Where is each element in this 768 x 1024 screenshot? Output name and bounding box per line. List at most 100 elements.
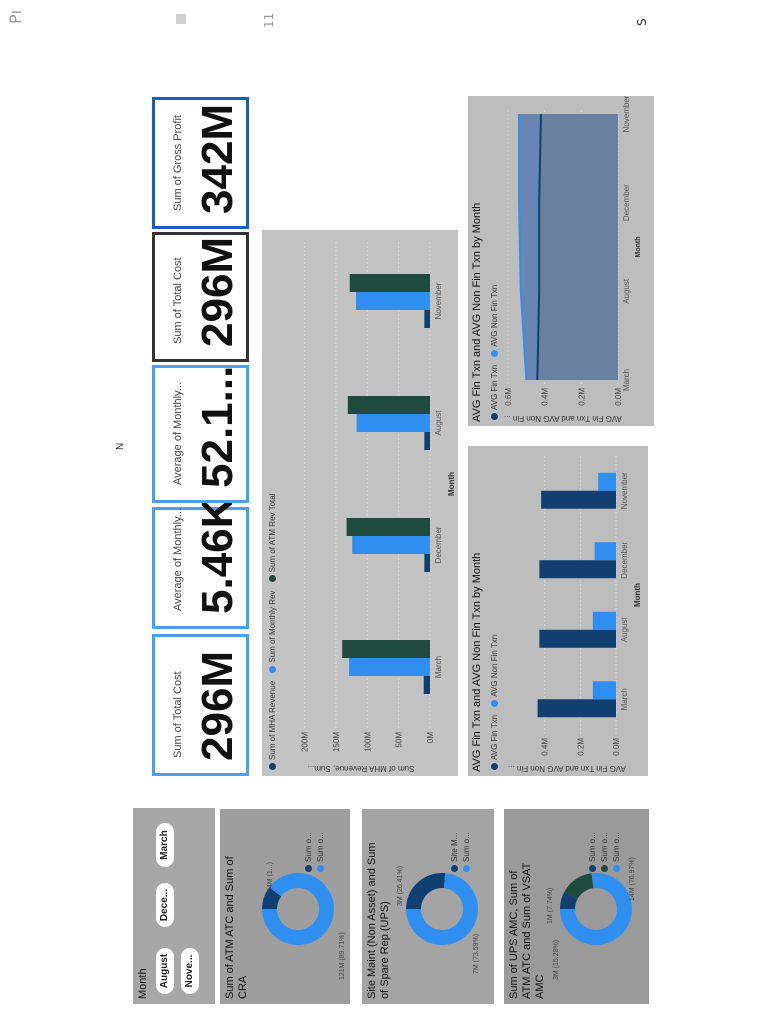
kpi-card-avg-monthly-2[interactable]: Average of Monthly... 52.1... — [152, 365, 249, 503]
donut-label: 3M (15.28%) — [553, 939, 560, 980]
x-axis-title: Month — [447, 472, 456, 496]
donut-label: 14M (76.97%) — [629, 857, 636, 901]
kpi-card-total-cost[interactable]: Sum of Total Cost 296M — [152, 634, 249, 776]
txn-area-chart-panel: AVG Fin Txn and AVG Non Fin Txn by Month… — [468, 96, 654, 426]
header-glyph-left: S — [635, 18, 649, 26]
donut-legend: Sum o... — [612, 832, 621, 872]
kpi-card-avg-monthly-1[interactable]: Average of Monthly... 5.46K — [152, 497, 249, 629]
bar[interactable] — [594, 542, 616, 561]
bar[interactable] — [424, 554, 430, 572]
donut-slice[interactable] — [262, 873, 334, 945]
slicer-title: Month — [137, 968, 149, 999]
legend-dot — [463, 865, 471, 872]
y-tick-label: 0.2M — [576, 738, 585, 756]
kpi-value: 296M — [193, 236, 242, 347]
y-tick-label: 0.4M — [541, 738, 550, 756]
x-tick-label: March — [434, 656, 443, 678]
legend-dot — [589, 865, 597, 872]
slicer-option-august[interactable]: August — [156, 948, 174, 994]
area-fill — [537, 114, 618, 380]
donut-panel-ups-vsat: Sum of UPS AMC, Sum of ATM ATC and Sum o… — [504, 809, 649, 1004]
donut-title: Sum of UPS AMC, Sum of ATM ATC and Sum o… — [508, 862, 546, 999]
donut-label: 1M (7.74%) — [547, 887, 554, 924]
series-line[interactable] — [518, 114, 528, 381]
donut-slice[interactable] — [564, 873, 594, 900]
header-bar-icon — [176, 14, 186, 24]
bar[interactable] — [342, 640, 430, 658]
donut-legend: Sum o... — [462, 832, 471, 872]
bar[interactable] — [356, 414, 430, 432]
x-tick-label: November — [620, 472, 629, 509]
bar[interactable] — [352, 536, 430, 554]
donut-slice[interactable] — [262, 887, 282, 909]
header-glyph-mid: 11 — [262, 12, 276, 28]
donut-slice[interactable] — [560, 892, 578, 909]
bar[interactable] — [349, 274, 430, 292]
x-axis-title: Month — [635, 237, 642, 258]
bar[interactable] — [592, 681, 617, 700]
bar[interactable] — [541, 490, 616, 509]
kpi-value: 52.1... — [193, 365, 242, 488]
donut-label: 7M (73.59%) — [473, 933, 480, 974]
legend-dot — [317, 865, 325, 872]
donut-slice[interactable] — [406, 873, 446, 909]
x-tick-label: December — [620, 541, 629, 578]
x-tick-label: November — [434, 282, 443, 319]
kpi-value: 296M — [193, 650, 242, 761]
kpi-label: Average of Monthly... — [172, 382, 184, 485]
bar[interactable] — [539, 629, 616, 648]
bar[interactable] — [349, 658, 430, 676]
donut-panel-site-maint: Site Maint (Non Asset) and Sum of Spare … — [362, 809, 494, 1004]
txn-area-chart: 0.0M0.2M0.4M0.6MMarchAugustDecemberNovem… — [504, 96, 642, 423]
legend-label: Sum o... — [600, 832, 609, 862]
bar[interactable] — [539, 560, 616, 579]
y-tick-label: 50M — [395, 732, 404, 748]
series-line[interactable] — [536, 113, 542, 381]
y-tick-label: 0.0M — [612, 738, 621, 756]
bar[interactable] — [424, 432, 430, 450]
donut-legend: Sum o... — [316, 832, 325, 872]
slicer-option-march[interactable]: March — [156, 823, 174, 867]
kpi-card-total-cost-selected[interactable]: Sum of Total Cost 296M — [152, 232, 249, 362]
bar[interactable] — [598, 472, 617, 491]
donut-slice[interactable] — [406, 873, 478, 945]
bar[interactable] — [355, 292, 430, 310]
donut-label: 121M (89.71%) — [339, 932, 346, 980]
slicer-option-november[interactable]: Nove... — [181, 948, 199, 994]
donut-legend: Site M... — [450, 833, 459, 872]
bar[interactable] — [537, 699, 616, 718]
bar[interactable] — [347, 396, 430, 414]
bar[interactable] — [423, 676, 431, 694]
month-slicer: Month August Dece... March Nove... — [133, 808, 215, 1004]
kpi-card-gross-profit[interactable]: Sum of Gross Profit 342M — [152, 97, 249, 229]
x-tick-label: December — [622, 184, 631, 221]
revenue-chart-panel: Sum of MHA Revenue Sum of Monthly Rev Su… — [262, 230, 458, 776]
donut-legend: Sum o... — [600, 832, 609, 872]
bar[interactable] — [592, 611, 617, 630]
kpi-value: 5.46K — [193, 496, 242, 614]
y-tick-label: 100M — [363, 732, 372, 752]
y-axis-title: AVG Fin Txn and AVG Non Fin ... — [504, 414, 622, 423]
legend-label: Sum o... — [316, 832, 325, 862]
legend-label: Site M... — [450, 832, 459, 862]
x-tick-label: December — [434, 526, 443, 563]
bar[interactable] — [346, 518, 430, 536]
legend-dot — [451, 865, 459, 872]
donut-panel-atc-cra: Sum of ATM ATC and Sum of CRA 14M (1...)… — [220, 809, 350, 1004]
legend-label: Sum o... — [612, 832, 621, 862]
donut-slice[interactable] — [560, 873, 632, 945]
donut-legend: Sum o... — [588, 832, 597, 872]
legend-dot — [601, 865, 609, 872]
y-tick-label: 0.0M — [614, 388, 623, 406]
x-tick-label: November — [622, 96, 631, 132]
txn-bar-chart-panel: AVG Fin Txn and AVG Non Fin Txn by Month… — [468, 446, 648, 776]
donut-title: Site Maint (Non Asset) and Sum of Spare … — [366, 842, 391, 999]
slicer-option-december[interactable]: Dece... — [156, 883, 174, 927]
kpi-value: 342M — [193, 103, 242, 214]
donut-title: Sum of ATM ATC and Sum of CRA — [224, 856, 249, 999]
y-tick-label: 0M — [426, 732, 435, 743]
donut-label: 14M (1...) — [267, 862, 274, 892]
bar[interactable] — [424, 310, 430, 328]
x-axis-title: Month — [633, 583, 642, 607]
